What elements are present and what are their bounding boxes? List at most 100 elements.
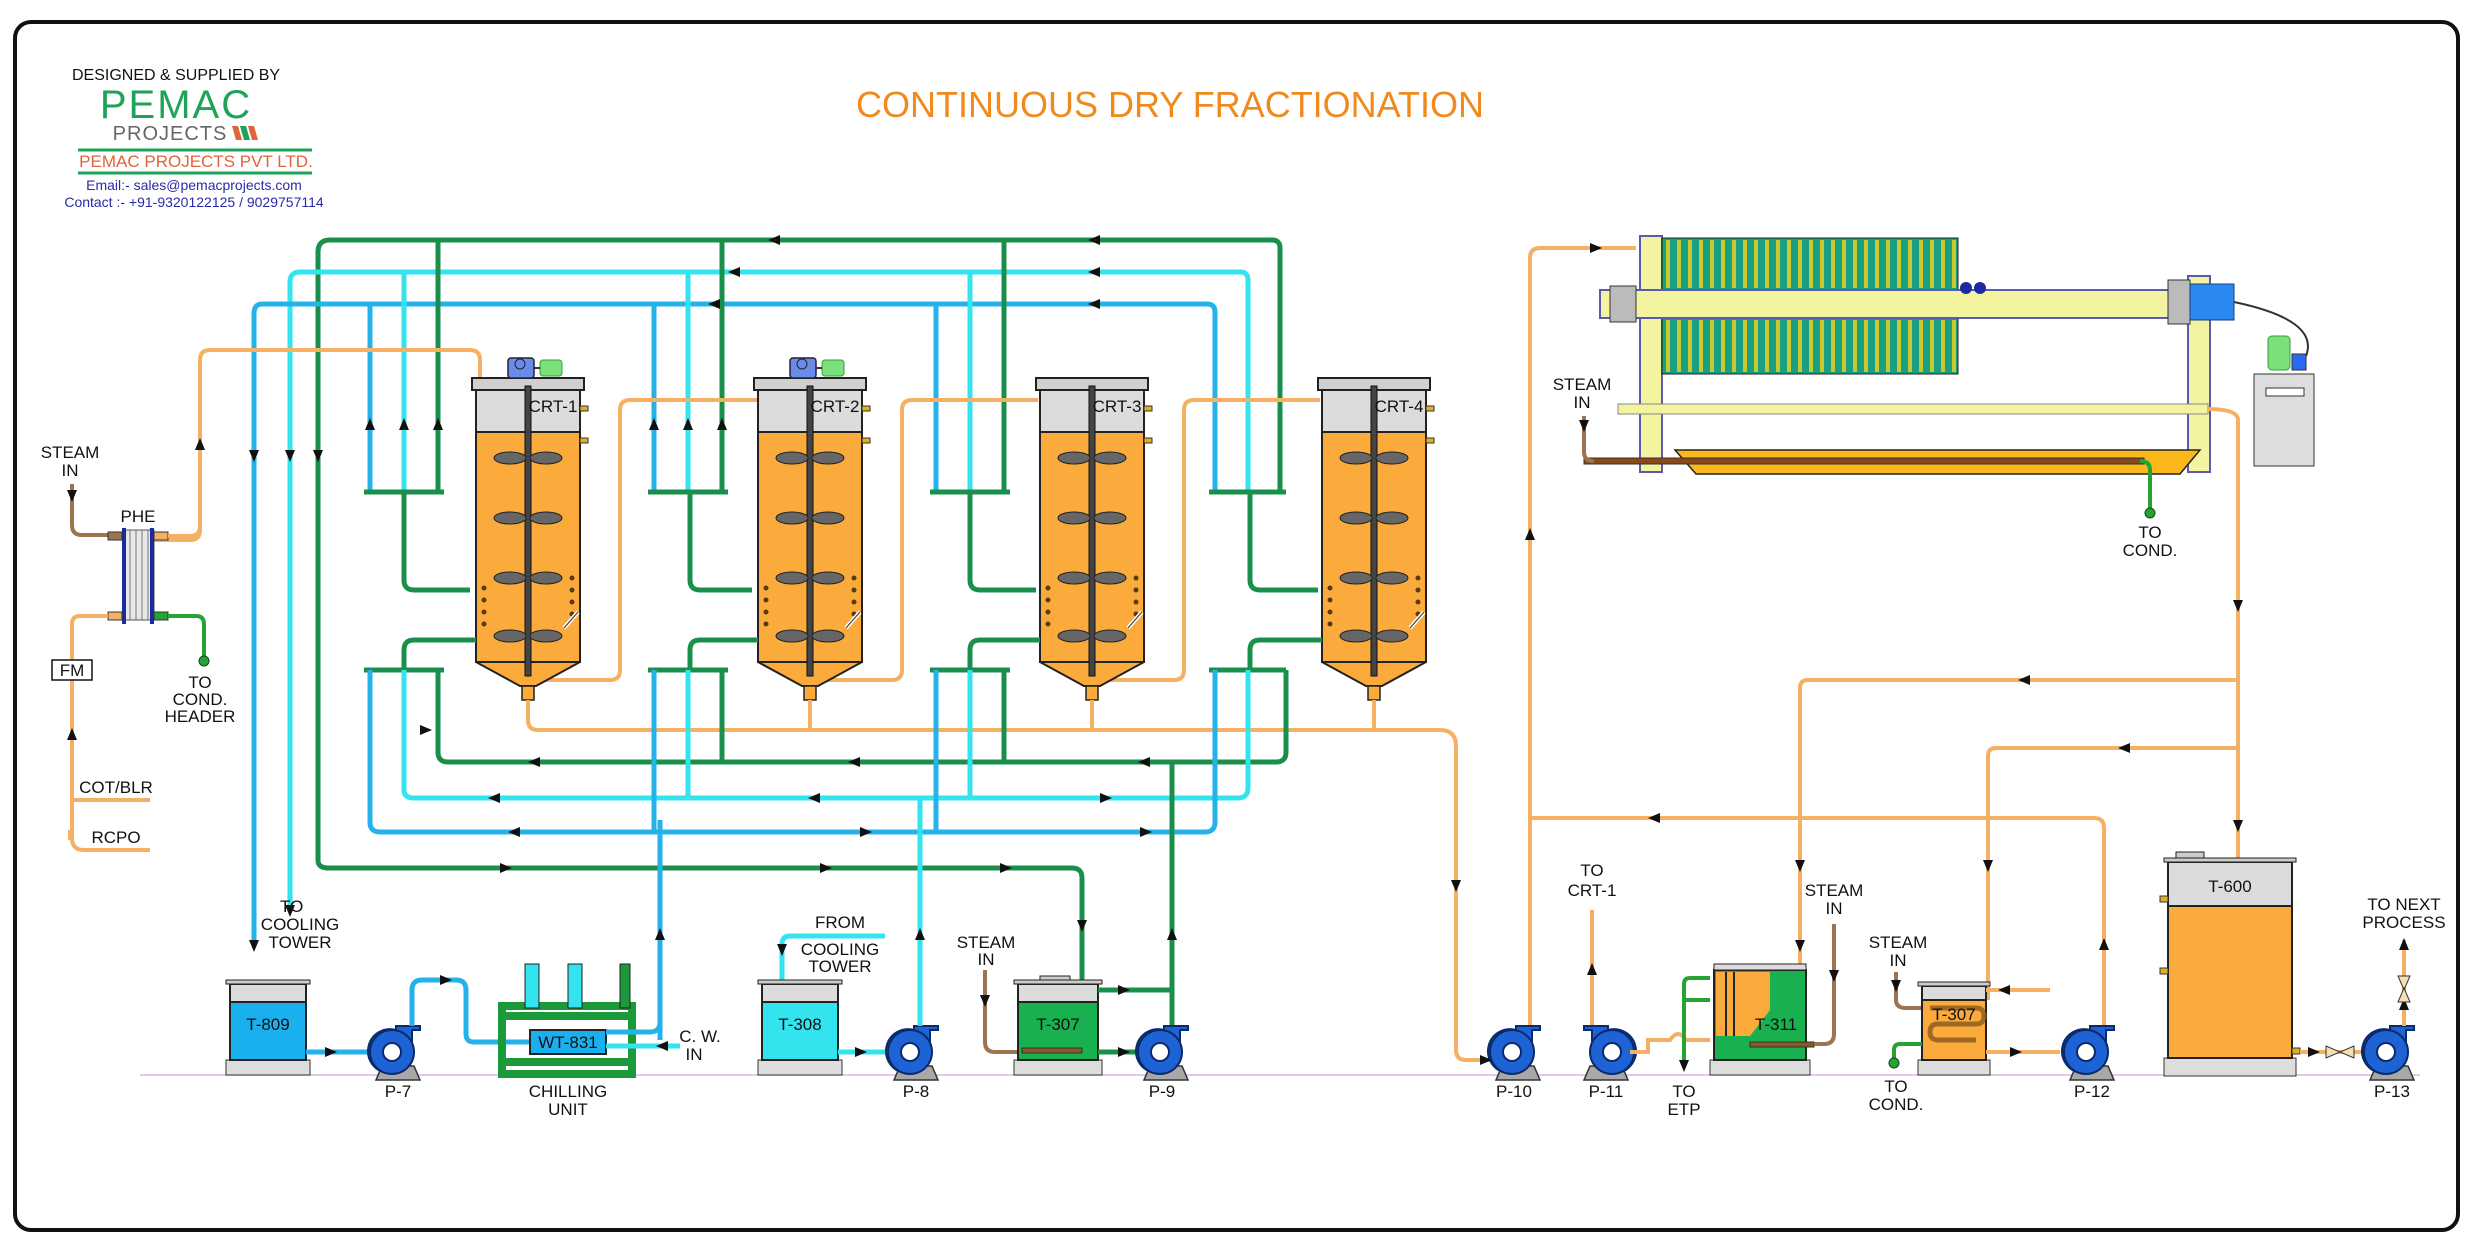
tank-t-308[interactable]: T-308 bbox=[757, 979, 843, 1076]
tank-t-307-stearin[interactable]: T-307 bbox=[1917, 981, 1991, 1076]
p-12-label: P-12 bbox=[2074, 1082, 2110, 1101]
to-cooling-tower-label-3: TOWER bbox=[269, 933, 332, 952]
transfer-crt1-crt2 bbox=[530, 398, 758, 682]
condensate-outlet-icon bbox=[198, 655, 210, 667]
drawing-frame bbox=[13, 20, 2460, 1232]
hydraulic-cylinder-icon bbox=[2189, 283, 2235, 321]
cot-blr-label: COT/BLR bbox=[79, 778, 153, 797]
to-etp-label-2: ETP bbox=[1667, 1100, 1700, 1119]
pump-p-7[interactable] bbox=[367, 1025, 421, 1081]
brand-stripes-icon bbox=[232, 126, 258, 140]
diagram-title: CONTINUOUS DRY FRACTIONATION bbox=[856, 84, 1484, 125]
chilling-unit-label-2: UNIT bbox=[548, 1100, 588, 1119]
to-cond-header-label-2: COND. bbox=[173, 690, 228, 709]
steam-in-label-2: IN bbox=[62, 461, 79, 480]
pump-p-12[interactable] bbox=[2061, 1025, 2115, 1081]
t-311-label: T-311 bbox=[1755, 1015, 1797, 1034]
brand-sub-text: PROJECTS bbox=[113, 123, 228, 145]
filter-press[interactable] bbox=[1583, 235, 2315, 475]
t-307-hot-label: T-307 bbox=[1036, 1015, 1079, 1034]
t-308-label: T-308 bbox=[778, 1015, 821, 1034]
pump-p-11[interactable] bbox=[1583, 1025, 1637, 1081]
steam-in-label-t311: STEAM bbox=[1805, 881, 1864, 900]
tank-t-311[interactable]: T-311 bbox=[1709, 963, 1815, 1076]
t-600-label: T-600 bbox=[2208, 877, 2251, 896]
p-13-label: P-13 bbox=[2374, 1082, 2410, 1101]
p-7-label: P-7 bbox=[385, 1082, 411, 1101]
pump-p-9[interactable] bbox=[1135, 1025, 1189, 1081]
steam-in-label-t311-2: IN bbox=[1826, 899, 1843, 918]
condensate-outlet-icon bbox=[2144, 507, 2156, 519]
crt-1-label: CRT-1 bbox=[529, 397, 578, 416]
steam-in-label-t307-2: IN bbox=[1890, 951, 1907, 970]
cw-in-label: C. W. bbox=[679, 1027, 721, 1046]
lower-distribution-headers bbox=[287, 637, 1490, 1062]
t-307-stearin-label: T-307 bbox=[1932, 1005, 1975, 1024]
crystallizer-crt-2[interactable]: CRT-2 bbox=[752, 357, 872, 702]
chilling-unit[interactable]: WT-831 bbox=[498, 963, 636, 1078]
chilled-water-header-top bbox=[251, 301, 1218, 940]
tank-t-307-hot-water[interactable]: T-307 bbox=[1013, 975, 1103, 1076]
tank-t-809[interactable]: T-809 bbox=[225, 979, 311, 1076]
brand-logo-text: PEMAC bbox=[100, 83, 252, 127]
crystallizer-crt-4[interactable]: CRT-4 bbox=[1316, 376, 1436, 702]
crystallizer-crt-1[interactable]: CRT-1 bbox=[470, 357, 590, 702]
transfer-crt3-crt4 bbox=[1094, 398, 1320, 682]
designed-by-text: DESIGNED & SUPPLIED BY bbox=[72, 67, 280, 84]
crt-3-label: CRT-3 bbox=[1093, 397, 1142, 416]
crystallizer-crt-3[interactable]: CRT-3 bbox=[1034, 376, 1154, 702]
from-cooling-tower-label-3: TOWER bbox=[809, 957, 872, 976]
email-text: Email:- sales@pemacprojects.com bbox=[86, 177, 302, 193]
from-cooling-tower-label: FROM bbox=[815, 913, 865, 932]
steam-in-label-filter: STEAM bbox=[1553, 375, 1612, 394]
to-cooling-tower-label-2: COOLING bbox=[261, 915, 339, 934]
steam-in-label: STEAM bbox=[41, 443, 100, 462]
to-cond-header-label: TO bbox=[188, 673, 211, 692]
to-next-process-label: TO NEXT bbox=[2367, 895, 2440, 914]
p-10-label: P-10 bbox=[1496, 1082, 1532, 1101]
p-11-label: P-11 bbox=[1589, 1082, 1624, 1101]
steam-in-label-utility-2: IN bbox=[978, 950, 995, 969]
p-8-label: P-8 bbox=[903, 1082, 929, 1101]
to-next-process-label-2: PROCESS bbox=[2362, 913, 2445, 932]
rcpo-label: RCPO bbox=[91, 828, 140, 847]
to-cond-label-t307-2: COND. bbox=[1869, 1095, 1924, 1114]
transfer-crt2-crt3 bbox=[812, 398, 1038, 682]
feed-section: STEAM IN PHE TO COND. HEADER FM COT/BLR … bbox=[41, 443, 236, 852]
crt-4-label: CRT-4 bbox=[1375, 397, 1424, 416]
condensate-outlet-icon bbox=[1888, 1057, 1900, 1069]
to-cond-label-filter-2: COND. bbox=[2123, 541, 2178, 560]
cw-in-label-2: IN bbox=[686, 1045, 703, 1064]
to-etp-label: TO bbox=[1672, 1082, 1695, 1101]
t-809-label: T-809 bbox=[246, 1015, 289, 1034]
filtrate-manifold bbox=[1617, 403, 2209, 415]
cooling-water-header-top bbox=[287, 269, 1251, 785]
valve-icon[interactable] bbox=[2397, 975, 2411, 1003]
to-crt-1-label-2: CRT-1 bbox=[1568, 881, 1617, 900]
steam-in-label-filter-2: IN bbox=[1574, 393, 1591, 412]
hydraulic-power-pack[interactable] bbox=[2233, 301, 2315, 467]
feed-to-filter-press bbox=[1528, 246, 1636, 1040]
plate-heat-exchanger[interactable] bbox=[107, 528, 169, 624]
from-cooling-tower-label-2: COOLING bbox=[801, 940, 879, 959]
agitator-motor-icon bbox=[789, 357, 845, 379]
tank-t-600[interactable]: T-600 bbox=[2159, 851, 2301, 1077]
to-crt-1-label: TO bbox=[1580, 861, 1603, 880]
pump-p-8[interactable] bbox=[885, 1025, 939, 1081]
wt-831-label: WT-831 bbox=[538, 1033, 598, 1052]
heat-exchanger-wt-831[interactable] bbox=[529, 1029, 607, 1055]
chilling-unit-label: CHILLING bbox=[529, 1082, 607, 1101]
flow-meter[interactable] bbox=[51, 659, 93, 681]
phe-label: PHE bbox=[121, 507, 156, 526]
flow-meter-label: FM bbox=[60, 661, 85, 680]
company-header: DESIGNED & SUPPLIED BY PEMAC PROJECTS PE… bbox=[64, 67, 324, 210]
to-cond-header-label-3: HEADER bbox=[165, 707, 236, 726]
pump-p-13[interactable] bbox=[2361, 1025, 2415, 1081]
steam-in-label-t307: STEAM bbox=[1869, 933, 1928, 952]
agitator-motor-icon bbox=[507, 357, 563, 379]
pump-p-10[interactable] bbox=[1487, 1025, 1541, 1081]
to-cond-label-filter: TO bbox=[2138, 523, 2161, 542]
utilities-section: T-809 TO COOLING TOWER P-7 WT-831 C. W. … bbox=[225, 800, 1189, 1119]
steam-in-label-utility: STEAM bbox=[957, 933, 1016, 952]
valve-icon[interactable] bbox=[2325, 1045, 2355, 1059]
